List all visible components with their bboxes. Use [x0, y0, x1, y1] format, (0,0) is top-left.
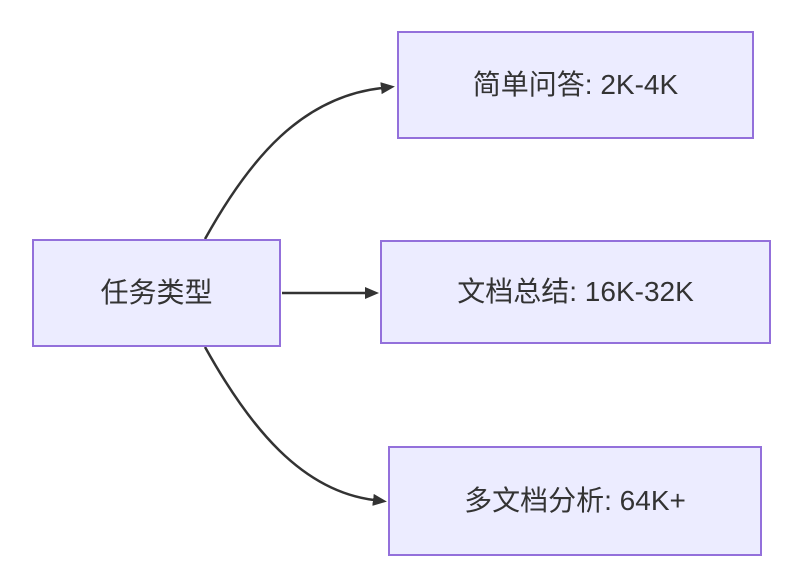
node-task-type: 任务类型: [32, 239, 281, 347]
node-task-type-label: 任务类型: [100, 277, 213, 309]
node-multi-doc-label: 多文档分析: 64K+: [464, 485, 686, 517]
node-doc-summary: 文档总结: 16K-32K: [380, 240, 771, 344]
node-simple-qa: 简单问答: 2K-4K: [397, 31, 754, 139]
edge-root-to-simple-qa: [203, 82, 395, 240]
edge-root-to-multi-doc: [203, 346, 387, 506]
node-multi-doc: 多文档分析: 64K+: [388, 446, 762, 556]
node-simple-qa-label: 简单问答: 2K-4K: [472, 69, 679, 101]
node-doc-summary-label: 文档总结: 16K-32K: [457, 276, 694, 308]
